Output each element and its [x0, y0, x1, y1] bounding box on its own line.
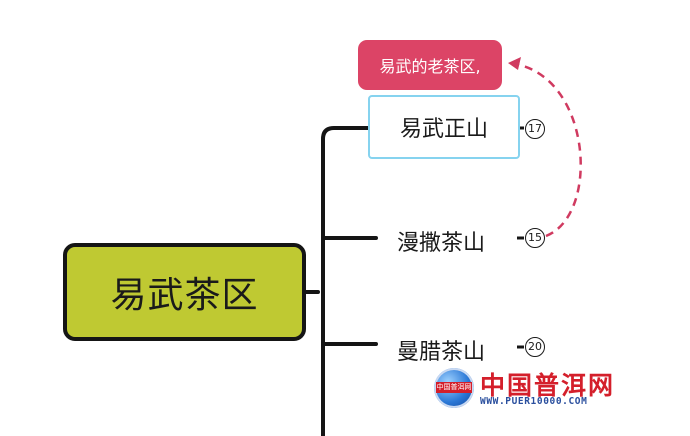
relationship-curve — [514, 62, 582, 238]
watermark: 中国普洱网 中国普洱网 WWW.PUER10000.COM — [434, 366, 644, 410]
root-topic-label: 易武茶区 — [110, 275, 259, 316]
child-count-badge[interactable]: 17 — [525, 119, 545, 139]
watermark-title: 中国普洱网 — [480, 371, 616, 400]
branch-topic-1[interactable]: 易武正山 — [368, 95, 520, 159]
watermark-url: WWW.PUER10000.COM — [480, 396, 588, 407]
connector-trunk — [304, 126, 378, 436]
connector-badge-links — [517, 126, 524, 349]
branch-topic-2[interactable]: 漫撒茶山 — [397, 225, 485, 257]
root-topic[interactable]: 易武茶区 — [63, 243, 306, 341]
branch-topic-3[interactable]: 曼腊茶山 — [397, 334, 485, 366]
callout-text: 易武的老茶区, — [379, 57, 481, 76]
branch-topic-label: 曼腊茶山 — [397, 340, 486, 365]
globe-logo-icon: 中国普洱网 — [434, 368, 474, 408]
callout-note[interactable]: 易武的老茶区, — [358, 40, 502, 90]
child-count-badge[interactable]: 20 — [525, 337, 545, 357]
child-count-badge[interactable]: 15 — [525, 228, 545, 248]
branch-topic-label: 漫撒茶山 — [397, 231, 486, 256]
relationship-arrowhead — [508, 57, 521, 70]
branch-topic-label: 易武正山 — [399, 117, 488, 142]
